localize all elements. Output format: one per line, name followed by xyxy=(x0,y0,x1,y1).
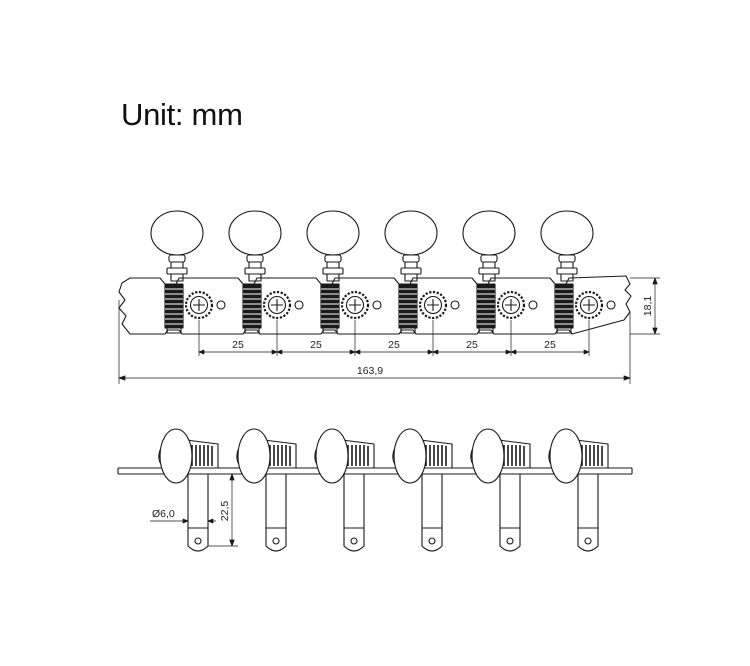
tuner-side-view xyxy=(314,428,375,552)
tuner-top-view xyxy=(461,209,539,335)
spacing-dimensions xyxy=(198,320,590,356)
shaft-diameter-label: Ø6,0 xyxy=(152,508,175,520)
tuner-top-view xyxy=(539,209,617,335)
shaft-length-label: 22,5 xyxy=(219,501,231,522)
plate-height-dimension xyxy=(630,277,660,335)
overall-length-dimension xyxy=(118,300,631,384)
tuner-side-view xyxy=(548,428,609,552)
tuner-side-view xyxy=(392,428,453,552)
spacing-label: 25 xyxy=(388,339,400,351)
tuner-top-view xyxy=(305,209,383,335)
spacing-label: 25 xyxy=(232,339,244,351)
tuner-top-view xyxy=(150,210,226,334)
plate-height-label: 18,1 xyxy=(642,296,654,317)
tuner-side-view xyxy=(158,428,219,552)
tuner-side-view xyxy=(236,428,297,552)
overall-length-label: 163,9 xyxy=(357,365,383,377)
spacing-label: 25 xyxy=(466,339,478,351)
side-plate xyxy=(117,467,633,475)
tuner-top-view xyxy=(383,209,461,335)
spacing-label: 25 xyxy=(310,339,322,351)
spacing-label: 25 xyxy=(544,339,556,351)
shaft-diameter-dimension xyxy=(150,518,216,524)
top-plate xyxy=(118,275,632,335)
shaft-length-dimension xyxy=(208,473,238,547)
tuner-side-view xyxy=(470,428,531,552)
tuner-top-view xyxy=(227,209,305,335)
unit-label: Unit: mm xyxy=(121,97,243,132)
tuner-button-head xyxy=(150,210,204,256)
